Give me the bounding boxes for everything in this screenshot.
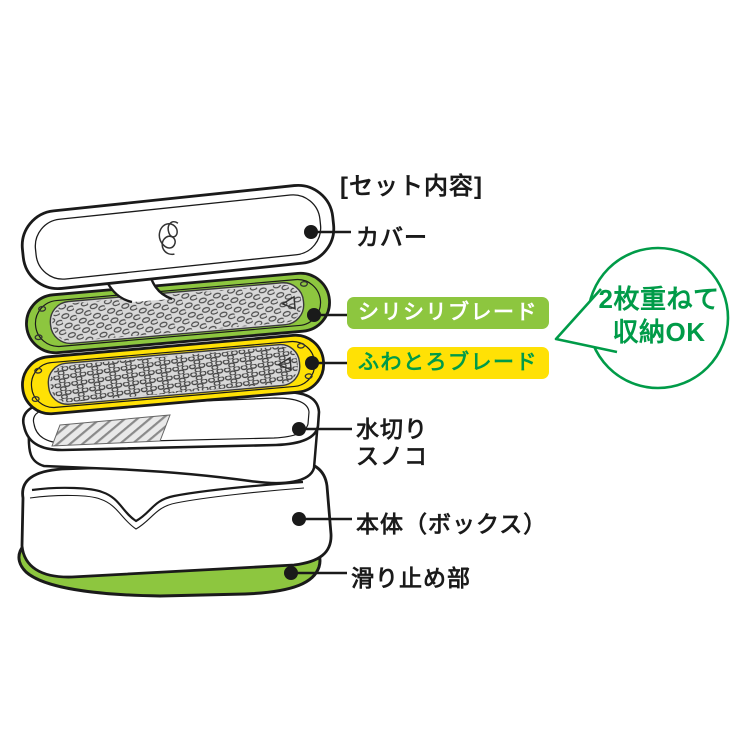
speech-bubble-shape <box>554 246 730 390</box>
callout-lines <box>284 225 352 580</box>
body-label: 本体（ボックス） <box>356 511 548 537</box>
cover-shape <box>20 183 336 291</box>
shirishiri-blade-label: シリシリブレード <box>347 297 549 330</box>
nonslip-label: 滑り止め部 <box>351 565 471 591</box>
drainer-label: 水切り スノコ <box>356 416 428 470</box>
bubble-line2: 収納OK <box>612 317 706 347</box>
box-shape <box>20 459 333 579</box>
drainer-shape <box>21 390 321 485</box>
bubble-line1: 2枚重ねて <box>598 284 720 314</box>
shirishiri-blade-shape <box>25 271 331 355</box>
cover-label: カバー <box>356 224 428 250</box>
drainer-label-line1: 水切り <box>356 416 428 442</box>
fuwatoro-blade-label: ふわとろブレード <box>347 347 549 380</box>
drainer-label-line2: スノコ <box>356 443 428 469</box>
fuwatoro-blade-shape <box>21 333 326 416</box>
brand-logo-squiggle <box>158 220 179 256</box>
set-contents-title: [セット内容] <box>340 173 483 200</box>
storage-bubble-text: 2枚重ねて 収納OK <box>586 283 732 349</box>
